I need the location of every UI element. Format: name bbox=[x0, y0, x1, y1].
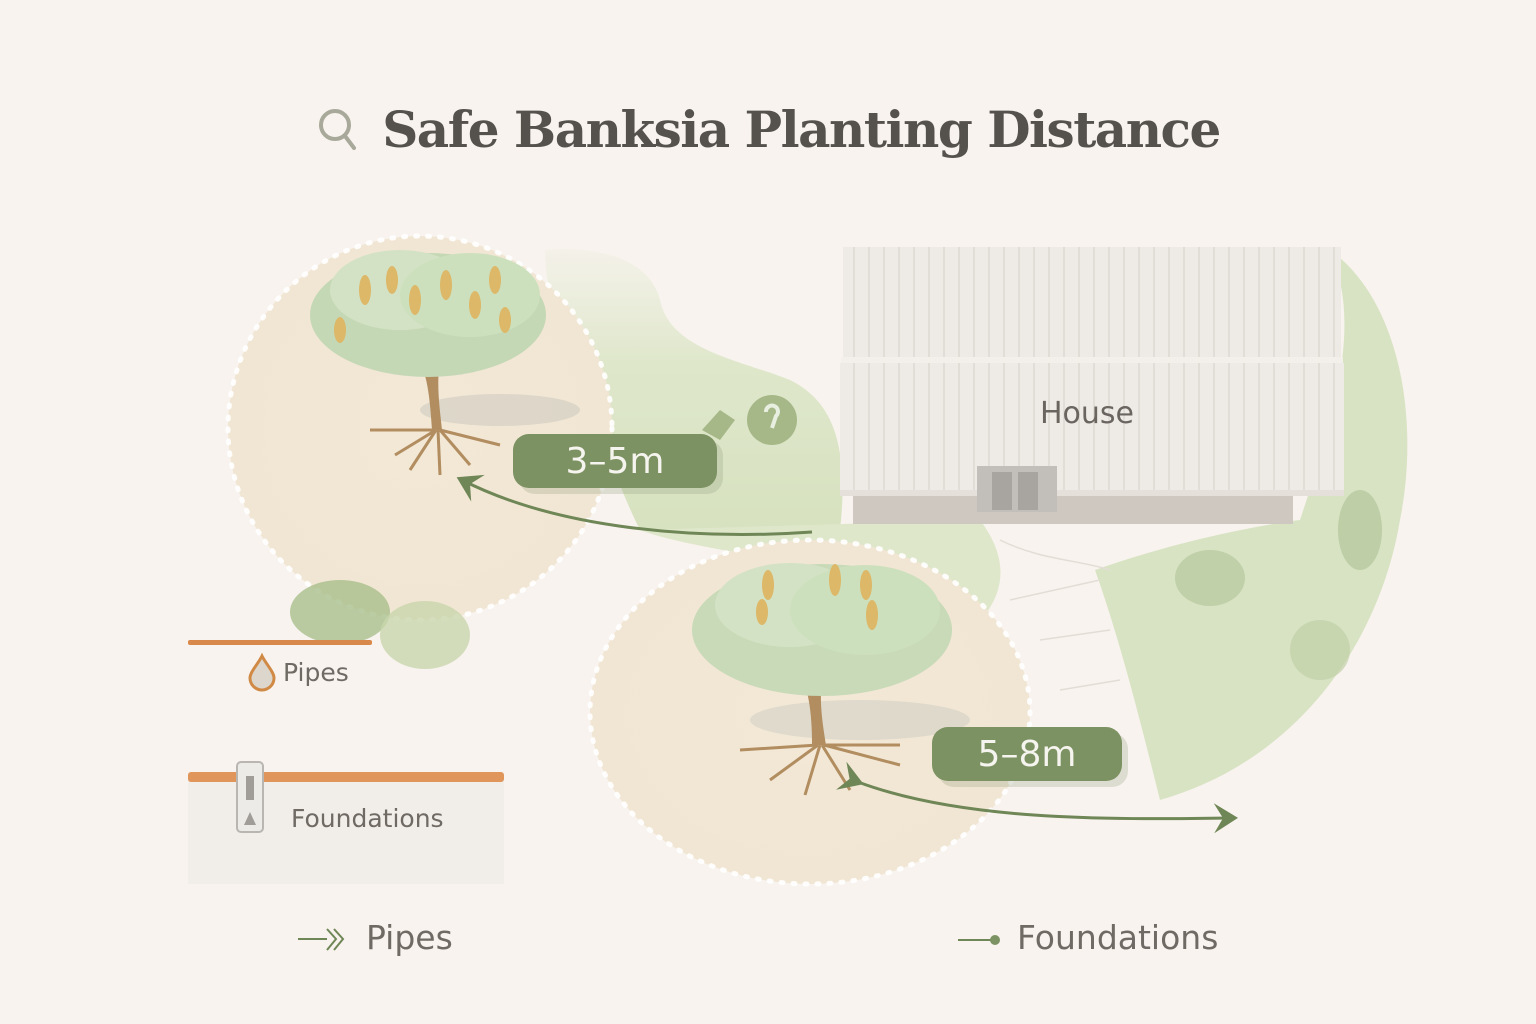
footer-label-foundations: Foundations bbox=[1017, 918, 1219, 957]
legend-label-pipes: Pipes bbox=[283, 658, 349, 687]
garden-path bbox=[999, 539, 1121, 691]
foundation-marker-icon bbox=[236, 761, 264, 833]
ac-unit bbox=[977, 466, 1057, 512]
banksia-tree-near bbox=[310, 250, 580, 476]
page-title: Safe Banksia Planting Distance bbox=[0, 100, 1536, 159]
distance-arrow-near bbox=[456, 474, 813, 536]
footer-icons bbox=[298, 928, 1000, 951]
distance-arrow-far bbox=[835, 761, 1238, 834]
line-dot-icon bbox=[958, 935, 1000, 945]
water-drop-icon bbox=[248, 652, 276, 692]
shrubs bbox=[290, 490, 1382, 680]
distance-badge-far: 5–8m bbox=[932, 727, 1122, 781]
footer-label-pipes: Pipes bbox=[366, 918, 453, 957]
house-illustration bbox=[840, 247, 1344, 524]
search-icon bbox=[319, 108, 357, 150]
legend-label-foundations: Foundations bbox=[291, 804, 444, 833]
tap-icon bbox=[702, 395, 797, 445]
distance-badge-near: 3–5m bbox=[513, 434, 717, 488]
double-chevron-arrow-icon bbox=[298, 928, 345, 951]
title-text: Safe Banksia Planting Distance bbox=[382, 100, 1221, 159]
legend-panel bbox=[188, 640, 504, 884]
house-label: House bbox=[1040, 396, 1135, 431]
banksia-tree-far bbox=[692, 563, 970, 796]
